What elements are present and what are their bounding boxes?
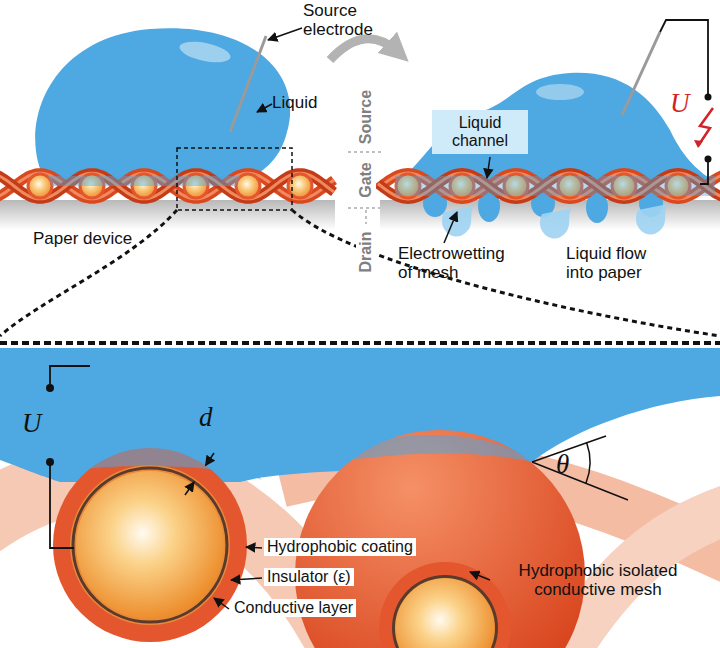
terminal-dot [46,458,54,466]
leader-arrow [444,212,457,243]
layer-separator [348,207,382,209]
wire-core [395,578,495,648]
coating-ring [53,448,247,642]
wire-core [76,471,224,619]
insulator-ring [392,575,498,648]
mesh-strand [0,173,334,199]
drop-highlight [536,84,584,100]
layer-label: Gate [356,157,376,203]
voltage-wire [50,366,90,548]
leader-arrow [257,104,272,112]
wire-cross-section [28,174,52,198]
mesh-strand-highlight [378,173,720,199]
leader-arrow [214,598,229,609]
liquid-splash [442,206,474,237]
dimension-label: d [199,402,221,432]
angle-label: θ [556,449,580,479]
dimension-arrow [206,453,214,466]
node-text: Liquid channel [434,114,526,150]
spread-liquid [395,73,715,182]
liquid-splash [540,208,572,239]
layer-label: Source [356,84,376,150]
panel-divider [0,341,720,345]
part-label: Liquid [272,93,342,112]
lightning-symbol [698,108,713,146]
terminal-dot [705,156,712,163]
leader-arrow [487,157,490,178]
layer-separator [365,210,367,224]
part-label: Source electrode [303,1,395,39]
mesh-strand [378,173,720,199]
mesh-strand-highlight [0,173,334,199]
leader-arrow [246,547,262,548]
liquid-channel-zone [395,176,715,196]
angle-arc [586,443,590,484]
layer-label-box: Insulator (ε) [264,568,354,586]
mesh-strand [378,173,720,199]
wire-cross-section [236,174,260,198]
source-electrode [230,36,266,132]
node-text: Conductive layer [234,599,353,617]
voltage-symbol: U [22,408,50,438]
zoom-line [0,210,177,336]
dimension-arrow [185,482,194,495]
voltage-wire [660,20,708,184]
terminal-dot [46,384,54,392]
liquid-drop [35,28,290,180]
layer-label-box: Hydrophobic coating [264,538,416,556]
layer-separator [348,151,382,153]
node-text: Insulator (ε) [267,568,351,586]
mesh-strand [0,173,334,199]
angle-lines [532,436,628,500]
transition-arrow [330,39,398,60]
part-label: Hydrophobic isolated conductive mesh [492,561,704,599]
zoom-box [177,148,292,210]
source-electrode [622,32,660,115]
node-text: Hydrophobic coating [267,538,413,556]
part-label: Liquid flow into paper [566,244,670,282]
layer-label-box: Conductive layer [231,599,356,617]
leader-arrow [268,28,302,40]
leader-arrow [231,578,262,580]
paper-shadow [0,200,335,230]
leader-arrow [470,572,490,580]
callout-box: Liquid channel [432,110,528,154]
voltage-symbol: U [670,88,696,118]
drop-highlight [178,38,233,66]
part-label: Electrowetting of mesh [398,244,514,282]
mesh-strand-highlight [378,173,720,199]
part-label: Paper device [33,229,173,248]
zoom-line [292,210,720,336]
wetted-zone [48,176,240,186]
mesh-strand-highlight [0,173,334,199]
lightning-head [694,140,703,148]
coating-ring [379,562,511,648]
layer-label: Drain [356,225,376,279]
terminal-dot [705,94,712,101]
conductive-ring [70,465,230,625]
wetting-film [300,435,532,470]
liquid-splash [636,204,668,235]
insulator-line [73,468,227,622]
wetting-film [40,446,262,480]
